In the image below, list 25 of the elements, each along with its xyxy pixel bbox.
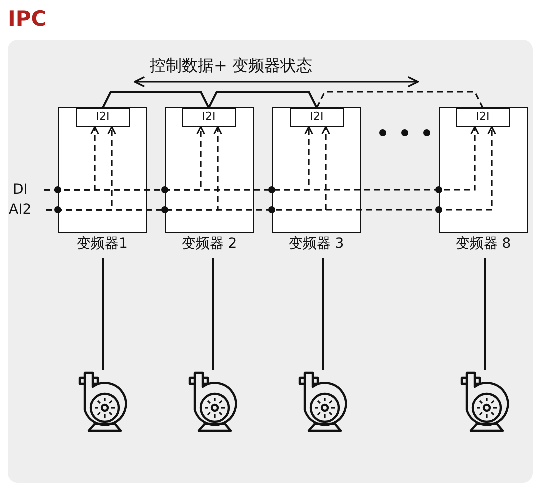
connector-line: [208, 91, 318, 108]
module-box: I2I: [76, 108, 130, 127]
connector-line: [102, 91, 210, 108]
signal-arrow: [44, 126, 480, 191]
arrow-label: 控制数据+ 变频器状态: [150, 56, 312, 76]
connector-line: [316, 91, 484, 108]
pump-drawing: [297, 370, 349, 432]
connector-line: [322, 258, 324, 370]
connector-line: [484, 258, 486, 370]
signal-label: AI2: [9, 200, 43, 220]
inverter-label: 变频器 3: [288, 235, 346, 253]
connector-line: [212, 258, 214, 370]
inverter-label: 变频器1: [76, 235, 129, 253]
title: IPC: [8, 6, 47, 32]
module-box: I2I: [456, 108, 510, 127]
pump-drawing: [459, 370, 511, 432]
inverter-label: 变频器 8: [454, 235, 512, 253]
inverter-label: 变频器 2: [180, 235, 238, 253]
signal-label: DI: [13, 180, 41, 200]
signal-arrow: [46, 126, 496, 211]
module-box: I2I: [182, 108, 236, 127]
pump-drawing: [187, 370, 239, 432]
pump-drawing: [77, 370, 129, 432]
connector-line: [102, 258, 104, 370]
module-box: I2I: [290, 108, 344, 127]
